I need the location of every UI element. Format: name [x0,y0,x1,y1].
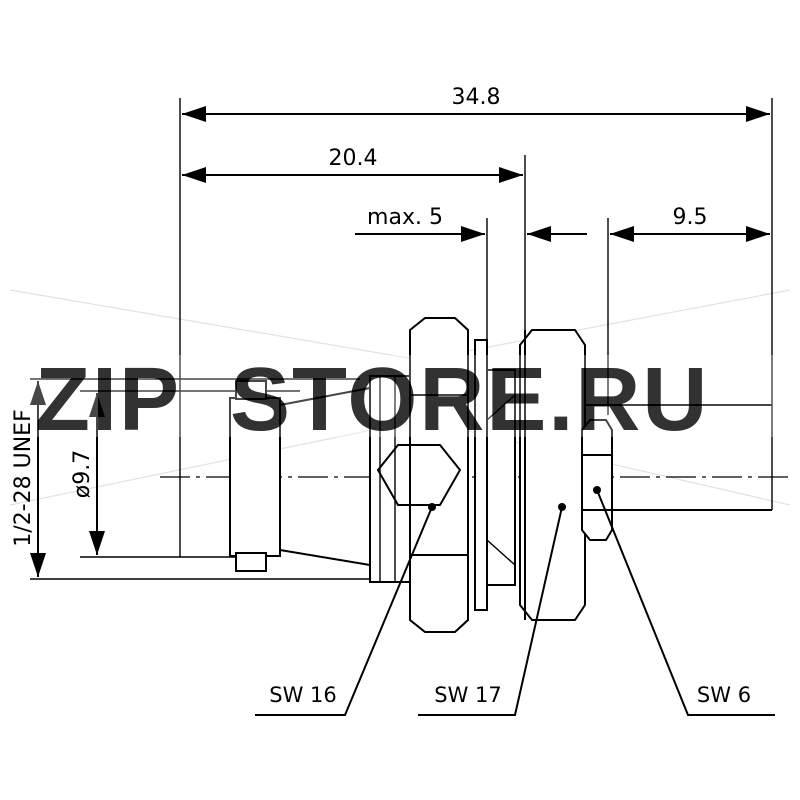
watermark: ZIP STORE.RU [30,350,785,450]
dimension-lines [30,106,770,577]
watermark-part-store: STORE.RU [230,350,709,450]
connector-body [229,375,416,583]
leader-lines [255,489,775,716]
dim-panel-thickness: max. 5 [367,205,443,230]
label-sw16: SW 16 [269,683,337,707]
dim-overall-length: 34.8 [452,85,501,110]
dim-diameter: ø9.7 [70,450,95,498]
flange-sw17 [519,329,586,621]
label-sw6: SW 6 [697,683,751,707]
dim-body-length: 20.4 [329,146,378,171]
hex-nut-sw16 [376,317,469,633]
label-sw17: SW 17 [434,683,502,707]
lock-washer [474,339,516,611]
dim-pin-length: 9.5 [673,205,708,230]
dim-thread: 1/2-28 UNEF [11,409,36,546]
watermark-part-zip: ZIP [35,350,181,450]
